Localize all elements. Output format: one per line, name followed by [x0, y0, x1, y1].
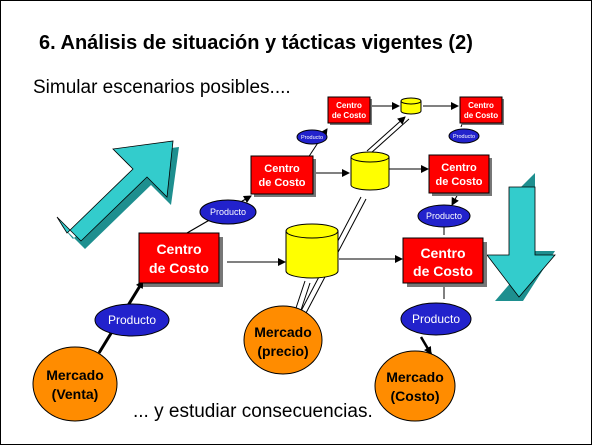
storage-cylinder-small-icon	[400, 97, 422, 115]
cost-center-top-line1: Centro	[336, 101, 362, 110]
product-node-right-mid: Producto	[417, 204, 471, 228]
product-node-right-main-label: Producto	[412, 312, 460, 326]
market-venta-line2: (Venta)	[52, 386, 99, 402]
market-node-venta: Mercado (Venta)	[32, 346, 118, 422]
cost-center-right-main-line2: de Costo	[413, 263, 473, 279]
market-costo-line2: (Costo)	[391, 388, 440, 404]
big-arrow-down-icon	[486, 173, 556, 301]
market-precio-line2: (precio)	[257, 343, 308, 359]
product-node-right-mid-label: Producto	[426, 211, 462, 221]
product-node-mid-label: Producto	[210, 207, 246, 217]
cost-center-top: Centro de Costo	[327, 96, 372, 125]
product-node-top-right: Producto	[448, 128, 480, 144]
cost-center-main: Centro de Costo	[138, 232, 223, 287]
cost-center-right-mid: Centro de Costo	[428, 154, 492, 196]
cost-center-right-mid-line1: Centro	[441, 162, 477, 174]
cost-center-mid-line2: de Costo	[258, 177, 305, 189]
market-costo-line1: Mercado	[386, 369, 444, 385]
market-venta-line1: Mercado	[46, 367, 104, 383]
cost-center-right-mid-line2: de Costo	[435, 176, 482, 188]
cost-center-top-right-line2: de Costo	[464, 111, 498, 120]
product-node-top-right-label: Producto	[453, 134, 475, 140]
cost-center-top-right-line1: Centro	[468, 101, 494, 110]
slide-title: 6. Análisis de situación y tácticas vige…	[39, 32, 473, 54]
cost-center-right-main-line1: Centro	[420, 245, 465, 261]
market-precio-line1: Mercado	[254, 324, 312, 340]
slide-footer: ... y estudiar consecuencias.	[133, 401, 373, 422]
product-node-main-label: Producto	[108, 313, 156, 327]
product-node-top: Producto	[296, 129, 328, 145]
cost-center-top-right: Centro de Costo	[459, 96, 504, 125]
cost-center-main-line1: Centro	[156, 241, 201, 257]
cost-center-top-line2: de Costo	[332, 111, 366, 120]
product-node-right-main: Producto	[400, 302, 472, 336]
cost-center-right-main: Centro de Costo	[402, 237, 487, 287]
product-node-mid: Producto	[199, 199, 257, 225]
market-node-precio: Mercado (precio)	[243, 305, 323, 375]
storage-cylinder-large-icon	[285, 223, 339, 279]
product-node-top-label: Producto	[301, 135, 323, 141]
product-node-main: Producto	[94, 303, 170, 337]
slide-subtitle: Simular escenarios posibles....	[33, 77, 291, 98]
cost-center-mid-line1: Centro	[264, 163, 300, 175]
cost-center-mid: Centro de Costo	[250, 155, 316, 197]
cost-center-main-line2: de Costo	[149, 260, 209, 276]
market-node-costo: Mercado (Costo)	[374, 350, 456, 422]
big-arrow-up-right-icon	[56, 140, 179, 249]
storage-cylinder-medium-icon	[350, 151, 390, 191]
